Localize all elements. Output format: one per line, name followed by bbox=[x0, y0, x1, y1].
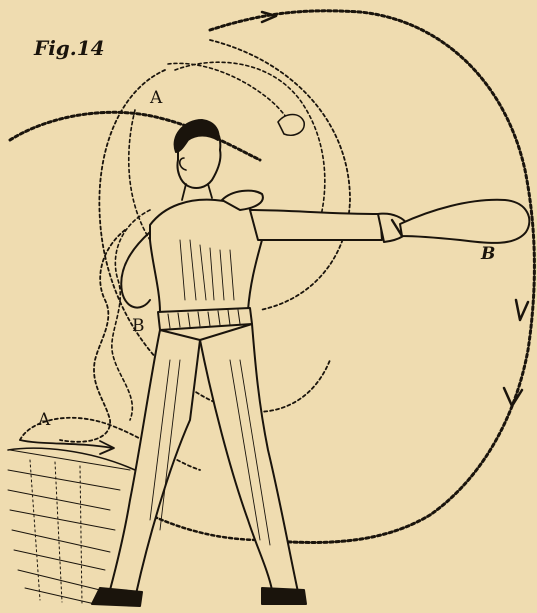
left-swing-path bbox=[10, 112, 260, 160]
upper-club-head bbox=[278, 115, 304, 136]
left-foot bbox=[92, 588, 142, 606]
upper-club-path bbox=[168, 63, 295, 130]
figure-label: Fig.14 bbox=[34, 38, 105, 58]
torso bbox=[150, 200, 262, 312]
man-figure bbox=[92, 120, 529, 606]
bent-arm bbox=[121, 232, 150, 308]
arrow-right-icon bbox=[516, 300, 528, 320]
right-leg bbox=[200, 324, 298, 592]
right-foot bbox=[262, 588, 306, 604]
point-label-a-top: A bbox=[150, 90, 162, 107]
body-left-path-2 bbox=[112, 210, 150, 420]
point-label-b-club: B bbox=[481, 246, 495, 263]
point-label-b-mid: B bbox=[132, 318, 145, 335]
inner-circle-d bbox=[129, 110, 150, 240]
arrow-bottom-icon bbox=[504, 388, 522, 406]
left-leg bbox=[110, 330, 200, 594]
extended-arm bbox=[250, 210, 382, 240]
club bbox=[400, 200, 529, 243]
point-label-a-bottom: A bbox=[38, 412, 50, 429]
outer-swing-tail bbox=[140, 510, 262, 540]
